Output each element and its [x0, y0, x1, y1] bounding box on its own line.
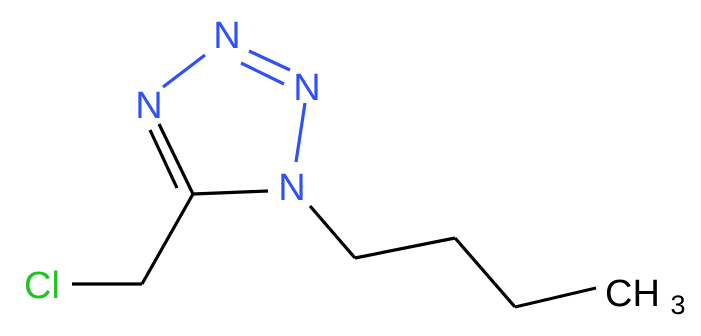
bond-n-left-to-n-top [162, 53, 206, 89]
atom-nitrogen-bottom: N [278, 167, 305, 209]
atom-nitrogen-top: N [213, 15, 240, 57]
bond-n-top-to-n-right-double [240, 61, 285, 86]
atom-chlorine: Cl [24, 265, 60, 307]
bond-c5-to-n-bottom [192, 189, 269, 196]
atom-nitrogen-left: N [135, 85, 162, 127]
bond-n-right-to-n-bottom [294, 102, 307, 163]
atom-methyl-subscript: 3 [670, 290, 685, 320]
bond-chain-2-to-chain-3 [453, 236, 517, 309]
atom-methyl: CH 3 [605, 273, 685, 320]
bond-c5-to-ch2 [140, 193, 195, 285]
bond-n-top-to-n-right [248, 49, 291, 72]
bond-n-bottom-to-chain-1 [308, 204, 357, 260]
bond-chain-3-to-ch3 [514, 286, 597, 309]
bond-chain-1-to-chain-2 [354, 236, 456, 260]
bond-c5-to-n-left-double [148, 129, 179, 189]
atom-nitrogen-right: N [293, 67, 320, 109]
bond-c5-to-n-left [157, 123, 195, 195]
atom-methyl-main: CH [605, 273, 660, 315]
